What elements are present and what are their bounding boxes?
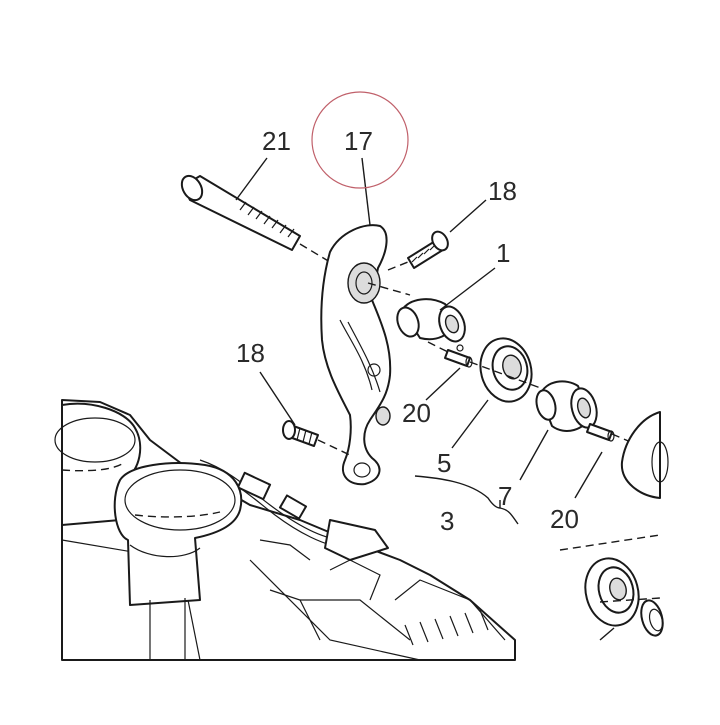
callout-1: 1	[496, 238, 510, 268]
pin-20-right	[586, 423, 641, 447]
leader-lines	[235, 157, 615, 641]
bushing-1	[396, 298, 466, 352]
small-bolt-18-left	[282, 420, 353, 457]
bearing-5	[469, 337, 547, 403]
mounting-bracket-17	[320, 224, 411, 486]
intake-trumpets	[54, 402, 243, 660]
callout-20-mid: 20	[402, 398, 431, 428]
pin-20-mid	[427, 341, 473, 368]
right-housing	[620, 411, 669, 499]
callout-18-left: 18	[236, 338, 265, 368]
callout-7: 7	[498, 481, 512, 511]
lower-right-bearing	[559, 534, 664, 637]
long-bolt-21	[180, 174, 331, 263]
callout-17: 17	[344, 126, 373, 156]
callout-18-top: 18	[488, 176, 517, 206]
callout-21: 21	[262, 126, 291, 156]
callout-5: 5	[437, 448, 451, 478]
highlight-circle	[311, 91, 409, 189]
small-bolt-18-upper	[387, 230, 449, 271]
callout-3: 3	[440, 506, 454, 536]
callout-20-right: 20	[550, 504, 579, 534]
sleeve-7	[535, 380, 598, 432]
callout-labels: 21 17 18 1 18 20 5 7 20 3	[236, 126, 579, 536]
